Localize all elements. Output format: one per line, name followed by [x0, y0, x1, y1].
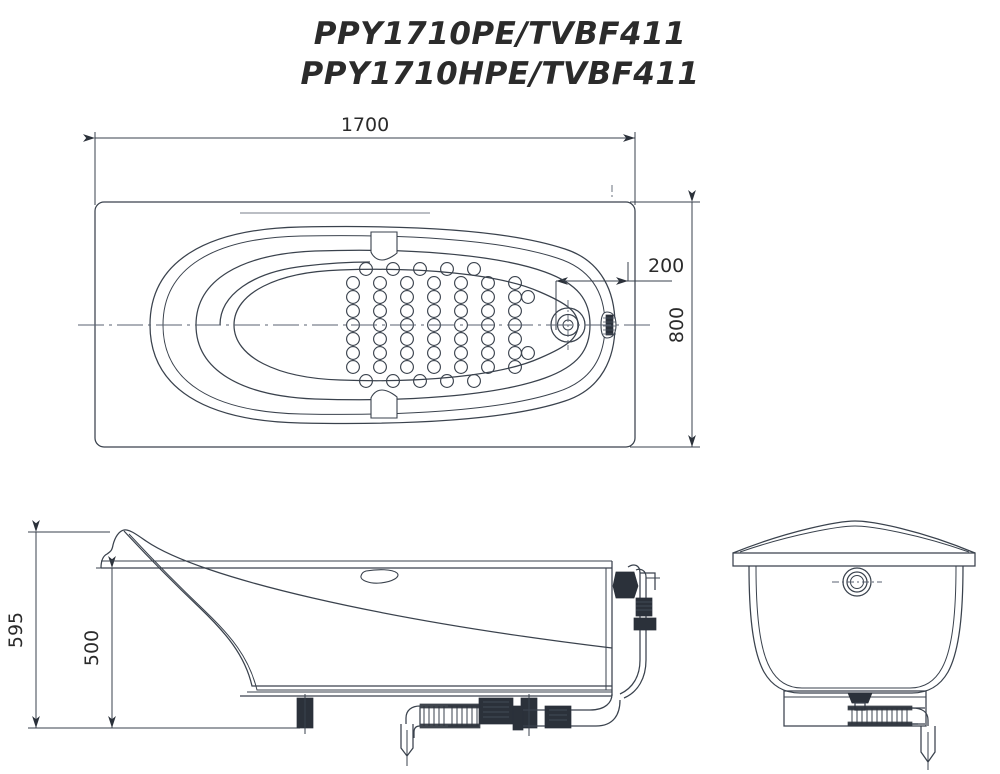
- side-grip-handle: [360, 569, 399, 584]
- side-inner-wall-2: [128, 533, 612, 691]
- end-elevation-view: [732, 520, 976, 770]
- plan-grip-handle-top: [370, 231, 398, 261]
- end-rim-flange: [732, 552, 976, 567]
- plan-seat-edge: [219, 261, 371, 326]
- side-support-leg-left: [296, 694, 314, 734]
- side-dimension-500: 500: [81, 556, 130, 728]
- end-top-dome: [732, 520, 976, 554]
- end-corrugated-hose: [847, 705, 936, 770]
- dim-label-rim-height: 500: [81, 630, 103, 666]
- side-elevation-view: 595 500: [5, 520, 660, 766]
- end-body-profile: [748, 565, 964, 694]
- end-overflow-outlet: [832, 567, 882, 597]
- side-inner-wall: [123, 530, 612, 687]
- dim-label-length: 1700: [341, 114, 389, 136]
- plan-dimension-1700: 1700: [83, 114, 636, 205]
- end-body-profile-inner: [755, 565, 957, 689]
- plan-dimension-800: 800: [630, 190, 700, 448]
- side-waste-trap: [478, 693, 621, 731]
- plan-dimension-200: 200: [555, 255, 684, 330]
- plan-grip-handle-bottom: [370, 389, 398, 419]
- side-dimension-595: 595: [5, 520, 300, 729]
- side-corrugated-hose: [400, 703, 481, 766]
- side-overflow-pipe: [612, 564, 660, 699]
- plan-view: 1700 800 200: [78, 114, 700, 448]
- dim-label-drain-offset: 200: [648, 255, 684, 277]
- plan-antislip-dot-pattern: [346, 262, 535, 388]
- dim-label-width: 800: [666, 307, 688, 343]
- side-support-leg-right: [520, 694, 538, 736]
- end-top-dome-inner: [739, 525, 970, 553]
- dim-label-overall-height: 595: [5, 612, 27, 648]
- side-rim-top-profile: [100, 529, 613, 649]
- end-base-plinth: [783, 690, 927, 727]
